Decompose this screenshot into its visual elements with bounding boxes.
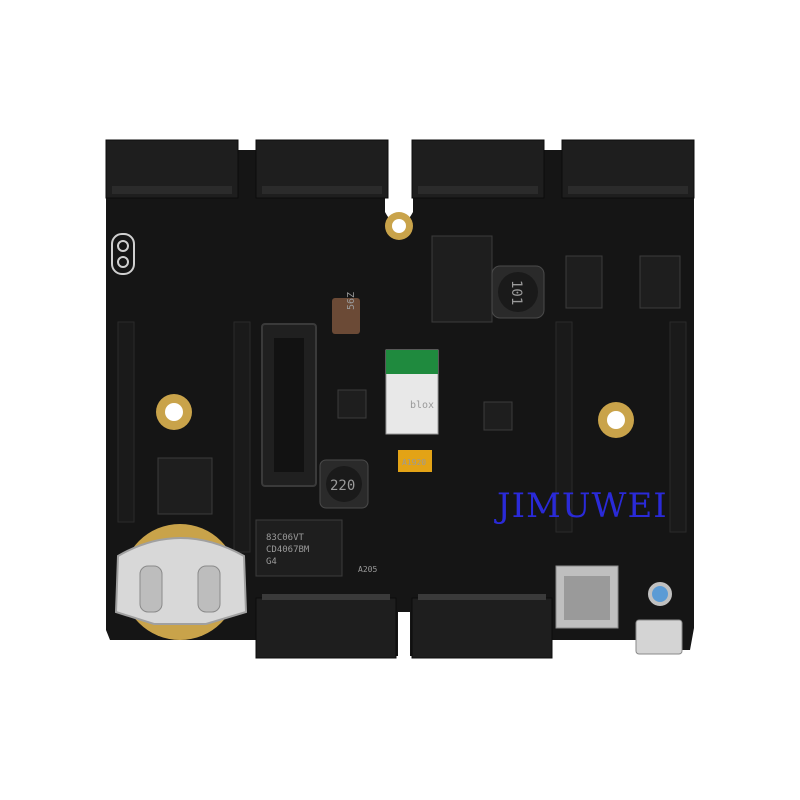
inductors: [319, 265, 545, 509]
watermark-text: JIMUWEI: [497, 486, 668, 526]
chip-bottom-line1: 83C06VT: [266, 533, 305, 543]
bottom-connectors: [255, 597, 553, 659]
chip-bottom-line2: CD4067BM: [266, 545, 310, 555]
module-brand-label: blox: [410, 400, 434, 411]
usb-port: [635, 619, 683, 655]
small-label: A205: [358, 565, 377, 574]
coin-cell-holder: [114, 524, 248, 640]
inductor-mid-label: 220: [330, 478, 355, 494]
side-headers: [117, 321, 687, 553]
reset-button: [648, 582, 672, 606]
ics: [157, 235, 681, 577]
mounting-holes: [156, 212, 634, 438]
brand-logo: [111, 233, 135, 275]
inductor-small-label: 56Z: [346, 292, 357, 310]
chip-bottom-line3: G4: [266, 557, 277, 567]
tantalum-cap: [398, 450, 432, 472]
inductor-top-label: 101: [508, 280, 524, 305]
cap-label: A1920: [402, 458, 426, 467]
